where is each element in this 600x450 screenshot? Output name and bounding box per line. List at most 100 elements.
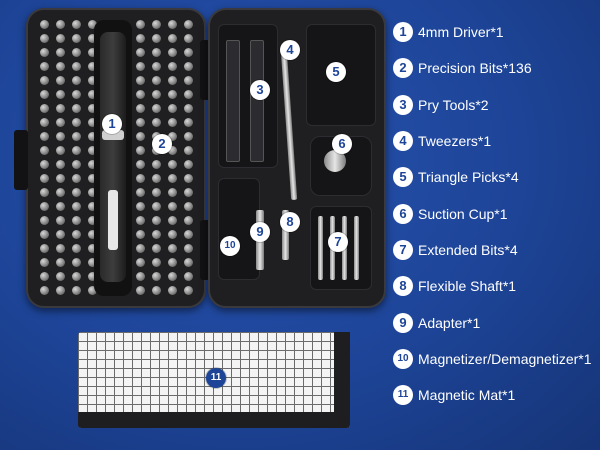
bit-cell bbox=[132, 102, 148, 116]
bit-cell bbox=[68, 102, 84, 116]
bit-cell bbox=[180, 214, 196, 228]
bit-cell bbox=[180, 158, 196, 172]
bit-cell bbox=[148, 228, 164, 242]
bit-cell bbox=[52, 102, 68, 116]
precision-bit bbox=[87, 34, 97, 43]
precision-bit bbox=[39, 188, 49, 197]
magnetic-mat: 11 bbox=[78, 332, 350, 428]
precision-bit bbox=[71, 286, 81, 295]
precision-bit bbox=[183, 202, 193, 211]
bit-cell bbox=[148, 32, 164, 46]
precision-bit bbox=[167, 244, 177, 253]
precision-bit bbox=[167, 132, 177, 141]
precision-bit bbox=[87, 286, 97, 295]
case-latch bbox=[14, 130, 28, 190]
tweezers-shape bbox=[280, 49, 298, 201]
precision-bit bbox=[39, 230, 49, 239]
precision-bit bbox=[167, 90, 177, 99]
bit-cell bbox=[180, 172, 196, 186]
bit-cell bbox=[68, 88, 84, 102]
bit-cell bbox=[164, 130, 180, 144]
bit-cell bbox=[68, 186, 84, 200]
legend-item: 8 Flexible Shaft*1 bbox=[393, 268, 598, 304]
bit-cell bbox=[36, 116, 52, 130]
legend-item: 1 4mm Driver*1 bbox=[393, 14, 598, 50]
pry-tool-a bbox=[226, 40, 240, 162]
bit-cell bbox=[132, 116, 148, 130]
precision-bit bbox=[151, 188, 161, 197]
precision-bit bbox=[167, 48, 177, 57]
precision-bit bbox=[167, 230, 177, 239]
precision-bit bbox=[135, 48, 145, 57]
precision-bit bbox=[55, 272, 65, 281]
legend-number-badge: 4 bbox=[393, 131, 413, 152]
precision-bit bbox=[183, 90, 193, 99]
bit-cell bbox=[68, 18, 84, 32]
precision-bit bbox=[87, 174, 97, 183]
precision-bit bbox=[151, 104, 161, 113]
precision-bit bbox=[151, 286, 161, 295]
precision-bit bbox=[87, 216, 97, 225]
bit-cell bbox=[68, 32, 84, 46]
bit-cell bbox=[68, 116, 84, 130]
bit-cell bbox=[180, 116, 196, 130]
precision-bit bbox=[71, 160, 81, 169]
bit-cell bbox=[52, 242, 68, 256]
bit-cell bbox=[68, 270, 84, 284]
precision-bit bbox=[167, 272, 177, 281]
bit-cell bbox=[148, 256, 164, 270]
bit-cell bbox=[164, 102, 180, 116]
precision-bit bbox=[183, 188, 193, 197]
precision-bit bbox=[183, 48, 193, 57]
bit-cell bbox=[180, 88, 196, 102]
precision-bit bbox=[135, 146, 145, 155]
bit-cell bbox=[36, 88, 52, 102]
precision-bit bbox=[55, 174, 65, 183]
bit-cell bbox=[132, 284, 148, 298]
bit-cell bbox=[68, 242, 84, 256]
legend-number-badge: 3 bbox=[393, 94, 413, 115]
bit-cell bbox=[132, 46, 148, 60]
bit-cell bbox=[52, 200, 68, 214]
bit-cell bbox=[132, 60, 148, 74]
bit-cell bbox=[148, 74, 164, 88]
precision-bit bbox=[39, 202, 49, 211]
legend-item: 4 Tweezers*1 bbox=[393, 123, 598, 159]
bit-cell bbox=[36, 270, 52, 284]
precision-bit bbox=[167, 160, 177, 169]
bit-cell bbox=[148, 284, 164, 298]
bit-cell bbox=[164, 214, 180, 228]
bit-cell bbox=[180, 144, 196, 158]
bit-cell bbox=[84, 214, 100, 228]
bit-cell bbox=[180, 60, 196, 74]
bit-cell bbox=[36, 284, 52, 298]
bit-cell bbox=[164, 284, 180, 298]
bit-cell bbox=[84, 46, 100, 60]
precision-bit bbox=[55, 76, 65, 85]
bit-cell bbox=[164, 74, 180, 88]
precision-bit bbox=[135, 34, 145, 43]
precision-bit bbox=[71, 104, 81, 113]
precision-bit bbox=[183, 118, 193, 127]
precision-bit bbox=[167, 20, 177, 29]
legend-label: Precision Bits*136 bbox=[418, 60, 532, 77]
precision-bit bbox=[135, 104, 145, 113]
bit-cell bbox=[68, 74, 84, 88]
bit-cell bbox=[52, 186, 68, 200]
precision-bit bbox=[167, 188, 177, 197]
precision-bit bbox=[151, 20, 161, 29]
bit-cell bbox=[36, 32, 52, 46]
bit-cell bbox=[84, 130, 100, 144]
precision-bit bbox=[167, 146, 177, 155]
precision-bit bbox=[87, 146, 97, 155]
bit-cell bbox=[148, 200, 164, 214]
bit-cell bbox=[68, 256, 84, 270]
bit-cell bbox=[68, 130, 84, 144]
precision-bit bbox=[183, 286, 193, 295]
precision-bit bbox=[183, 258, 193, 267]
bit-cell bbox=[52, 256, 68, 270]
bit-cell bbox=[148, 60, 164, 74]
precision-bit bbox=[167, 118, 177, 127]
bit-cell bbox=[164, 228, 180, 242]
bit-cell bbox=[84, 270, 100, 284]
